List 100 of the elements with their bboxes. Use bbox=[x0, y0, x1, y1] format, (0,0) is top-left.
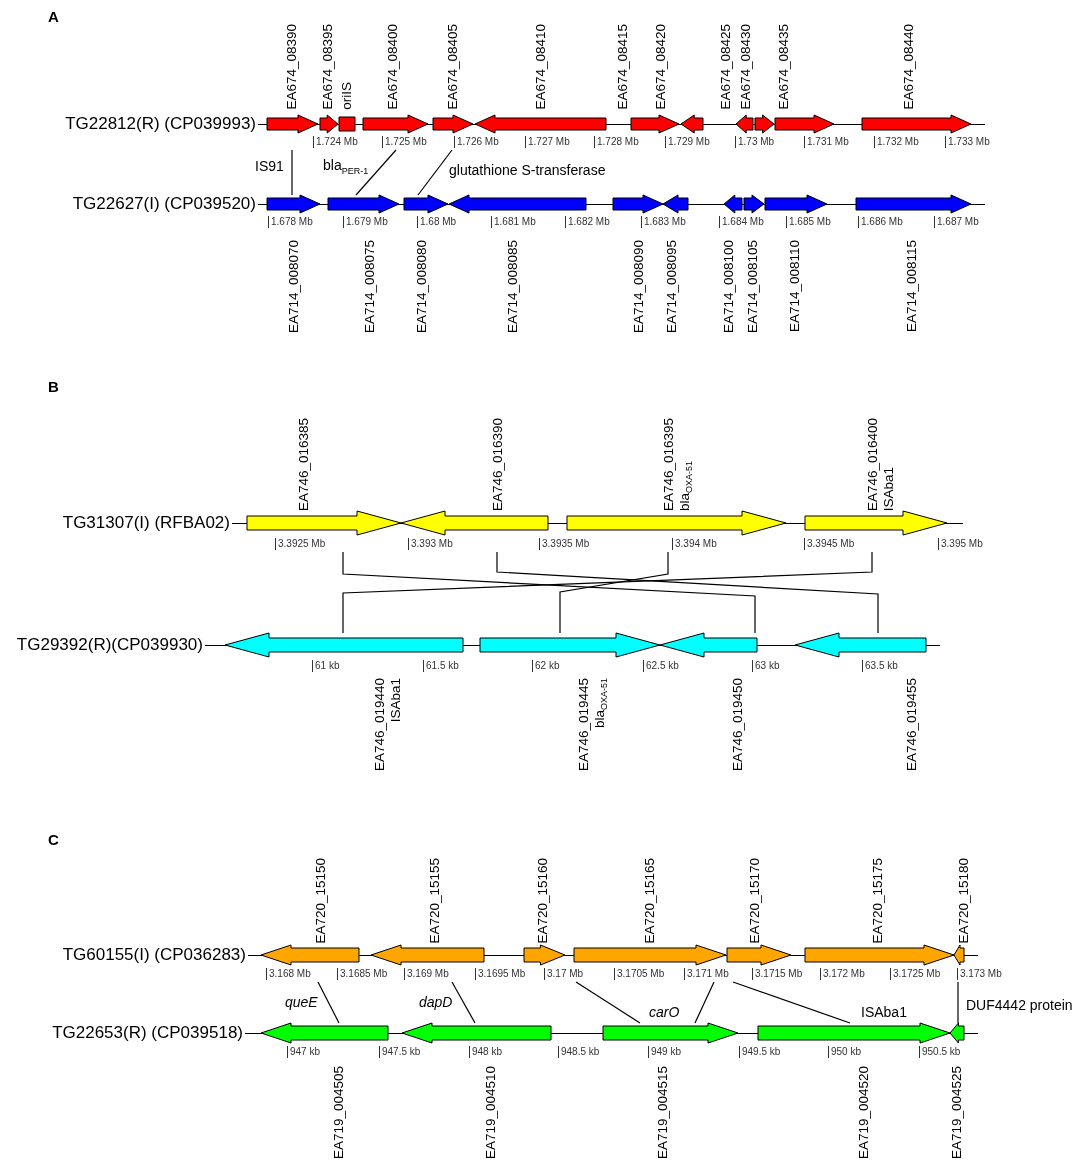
locus-tag: EA720_15150 bbox=[313, 858, 329, 944]
scale-tick: 1.678 Mb bbox=[268, 216, 313, 228]
connector-line bbox=[694, 981, 715, 1024]
scale-tick: 1.686 Mb bbox=[858, 216, 903, 228]
locus-tag: EA746_016400 bbox=[865, 417, 881, 511]
edge-label: glutathione S-transferase bbox=[448, 162, 607, 178]
edge-label: DUF4442 protein bbox=[965, 997, 1074, 1013]
locus-tag: EA714_008080 bbox=[414, 240, 430, 334]
scale-tick: 1.681 Mb bbox=[491, 216, 536, 228]
locus-tag: EA714_008100 bbox=[721, 240, 737, 334]
locus-tag: EA674_08395 bbox=[320, 24, 336, 110]
locus-tag: EA714_008110 bbox=[787, 240, 803, 333]
connector-line bbox=[575, 981, 641, 1024]
locus-tag: EA746_016390 bbox=[490, 417, 506, 511]
scale-tick: 1.685 Mb bbox=[786, 216, 831, 228]
locus-tag: EA719_004510 bbox=[483, 1066, 499, 1160]
track-label: TG22653(R) (CP039518) bbox=[52, 1023, 243, 1043]
locus-tag: EA720_15175 bbox=[870, 858, 886, 944]
connector-line bbox=[355, 149, 397, 196]
locus-tag: EA674_08440 bbox=[901, 24, 917, 110]
connector-line bbox=[342, 551, 873, 634]
scale-tick: 3.1725 Mb bbox=[890, 968, 941, 980]
track-label: TG22627(I) (CP039520) bbox=[72, 194, 256, 214]
scale-tick: 1.725 Mb bbox=[382, 136, 427, 148]
locus-tag: EA714_008090 bbox=[631, 240, 647, 334]
scale-tick: 949 kb bbox=[648, 1046, 682, 1058]
locus-tag: EA746_019440 bbox=[372, 678, 388, 772]
locus-tag: EA719_004520 bbox=[856, 1066, 872, 1160]
locus-tag: EA719_004505 bbox=[331, 1066, 347, 1160]
locus-tag: EA719_004525 bbox=[949, 1066, 965, 1160]
scale-tick: 3.173 Mb bbox=[957, 968, 1002, 980]
scale-tick: 3.1695 Mb bbox=[475, 968, 526, 980]
locus-tag: EA714_008070 bbox=[286, 240, 302, 334]
gene-name: ISAba1 bbox=[881, 466, 897, 511]
locus-tag: EA714_008075 bbox=[362, 240, 378, 334]
scale-tick: 3.393 Mb bbox=[408, 538, 453, 550]
connector-line bbox=[291, 149, 293, 196]
track-label: TG22812(R) (CP039993) bbox=[65, 114, 256, 134]
locus-tag: EA746_019455 bbox=[904, 678, 920, 772]
locus-tag: EA674_08390 bbox=[284, 24, 300, 110]
scale-tick: 1.73 Mb bbox=[735, 136, 775, 148]
edge-label: queE bbox=[284, 994, 319, 1010]
track-label: TG31307(I) (RFBA02) bbox=[62, 513, 230, 533]
edge-label: carO bbox=[648, 1004, 681, 1020]
scale-tick: 3.1715 Mb bbox=[752, 968, 803, 980]
locus-tag: EA674_08430 bbox=[738, 24, 754, 110]
connector-line bbox=[732, 981, 851, 1024]
scale-tick: 3.395 Mb bbox=[938, 538, 983, 550]
scale-tick: 1.729 Mb bbox=[665, 136, 710, 148]
locus-tag: oriIS bbox=[339, 82, 355, 110]
locus-tag: EA674_08435 bbox=[776, 24, 792, 110]
scale-tick: 62 kb bbox=[532, 660, 560, 672]
edge-label: dapD bbox=[418, 994, 454, 1010]
scale-tick: 3.1705 Mb bbox=[614, 968, 665, 980]
scale-tick: 1.727 Mb bbox=[525, 136, 570, 148]
locus-tag: EA714_008085 bbox=[505, 240, 521, 334]
scale-tick: 1.726 Mb bbox=[454, 136, 499, 148]
panel-letter: B bbox=[48, 378, 59, 395]
scale-tick: 1.732 Mb bbox=[874, 136, 919, 148]
scale-tick: 950 kb bbox=[828, 1046, 862, 1058]
gene-name: ISAba1 bbox=[388, 678, 404, 723]
scale-tick: 1.728 Mb bbox=[594, 136, 639, 148]
connector-line bbox=[559, 551, 669, 634]
track-label: TG29392(R)(CP039930) bbox=[16, 635, 203, 655]
locus-tag: EA746_019445 bbox=[576, 678, 592, 772]
locus-tag: EA746_016385 bbox=[296, 417, 312, 511]
scale-tick: 947.5 kb bbox=[379, 1046, 421, 1058]
locus-tag: EA674_08400 bbox=[385, 24, 401, 110]
scale-tick: 3.168 Mb bbox=[266, 968, 311, 980]
locus-tag: EA720_15180 bbox=[956, 858, 972, 944]
scale-tick: 950.5 kb bbox=[919, 1046, 961, 1058]
locus-tag: EA674_08415 bbox=[615, 24, 631, 110]
connector-line bbox=[317, 981, 340, 1024]
panel-letter: A bbox=[48, 8, 59, 25]
locus-tag: EA720_15165 bbox=[642, 858, 658, 944]
locus-tag: EA720_15170 bbox=[747, 858, 763, 944]
scale-tick: 1.68 Mb bbox=[417, 216, 457, 228]
scale-tick: 948 kb bbox=[469, 1046, 503, 1058]
scale-tick: 61 kb bbox=[312, 660, 340, 672]
edge-label: ISAba1 bbox=[860, 1004, 908, 1020]
scale-tick: 1.687 Mb bbox=[934, 216, 979, 228]
locus-tag: EA674_08420 bbox=[653, 24, 669, 110]
edge-label: IS91 bbox=[254, 158, 285, 174]
scale-tick: 63.5 kb bbox=[862, 660, 898, 672]
connector-line bbox=[342, 551, 756, 634]
panel-letter: C bbox=[48, 831, 59, 848]
locus-tag: EA719_004515 bbox=[655, 1066, 671, 1160]
scale-tick: 1.731 Mb bbox=[804, 136, 849, 148]
locus-tag: EA674_08405 bbox=[445, 24, 461, 110]
scale-tick: 1.733 Mb bbox=[945, 136, 990, 148]
scale-tick: 3.171 Mb bbox=[684, 968, 729, 980]
connector-line bbox=[957, 981, 959, 1024]
scale-tick: 3.3945 Mb bbox=[804, 538, 855, 550]
connector-line bbox=[451, 981, 476, 1024]
locus-tag: EA714_008115 bbox=[904, 240, 920, 333]
scale-tick: 3.172 Mb bbox=[820, 968, 865, 980]
locus-tag: EA720_15155 bbox=[427, 858, 443, 944]
scale-tick: 3.394 Mb bbox=[672, 538, 717, 550]
locus-tag: EA714_008105 bbox=[745, 240, 761, 334]
locus-tag: EA674_08410 bbox=[533, 24, 549, 110]
